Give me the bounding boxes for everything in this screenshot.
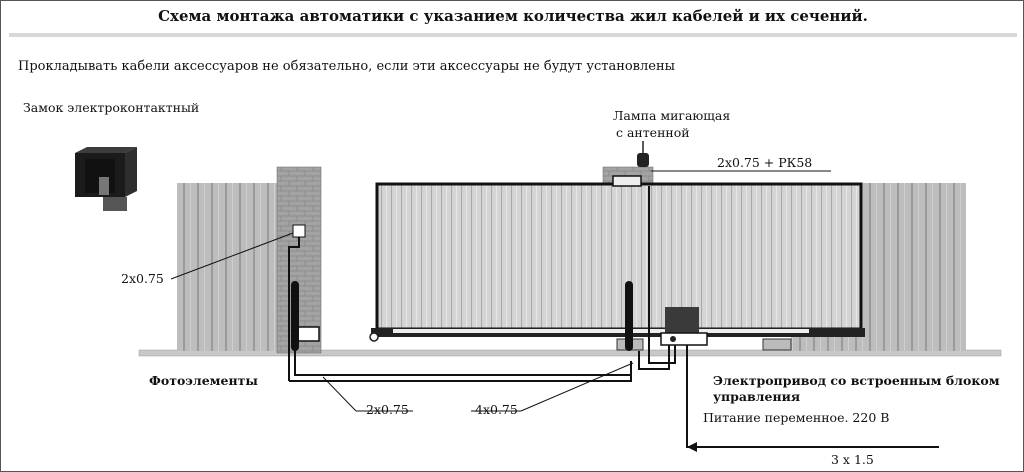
gate-support-right (762, 338, 792, 351)
lock-cable-label: 2x0.75 (121, 271, 164, 286)
photocell-post-left (291, 281, 299, 351)
installation-note: Прокладывать кабели аксессуаров не обяза… (18, 59, 675, 74)
drive-label-line1: Электропривод со встроенным блоком (713, 373, 1000, 388)
lamp-label-line2: с антенной (616, 125, 690, 140)
sliding-gate (375, 182, 863, 331)
diagram-title: Схема монтажа автоматики с указанием кол… (158, 7, 868, 25)
photocell-cable-label-1: 2x0.75 (366, 402, 409, 417)
ground-line (138, 349, 1002, 357)
power-arrow (687, 442, 697, 452)
photocell-post-right (625, 281, 633, 351)
gate-roller (369, 332, 379, 342)
photocell-cable-label-2: 4x0.75 (475, 402, 518, 417)
lamp-base (612, 175, 642, 187)
electric-lock-icon (75, 147, 137, 211)
right-fence (861, 183, 966, 351)
lock-receiver (292, 224, 306, 238)
drive-unit-base (660, 332, 708, 346)
power-label: Питание переменное. 220 В (703, 410, 890, 425)
gate-rail-inner (393, 329, 809, 333)
drive-unit-body (665, 307, 699, 333)
lock-label: Замок электроконтактный (23, 100, 200, 115)
photocells-label: Фотоэлементы (149, 373, 258, 388)
drive-label-line2: управления (713, 389, 801, 404)
drive-gear (670, 336, 676, 342)
lamp-body (637, 153, 649, 167)
leader-lines (170, 170, 831, 412)
lamp-label-line1: Лампа мигающая (613, 108, 731, 123)
power-cable-label: 3 x 1.5 (831, 452, 874, 467)
left-fence (177, 183, 277, 351)
lamp-cable-label: 2x0.75 + РК58 (717, 155, 813, 170)
title-divider (9, 33, 1017, 37)
